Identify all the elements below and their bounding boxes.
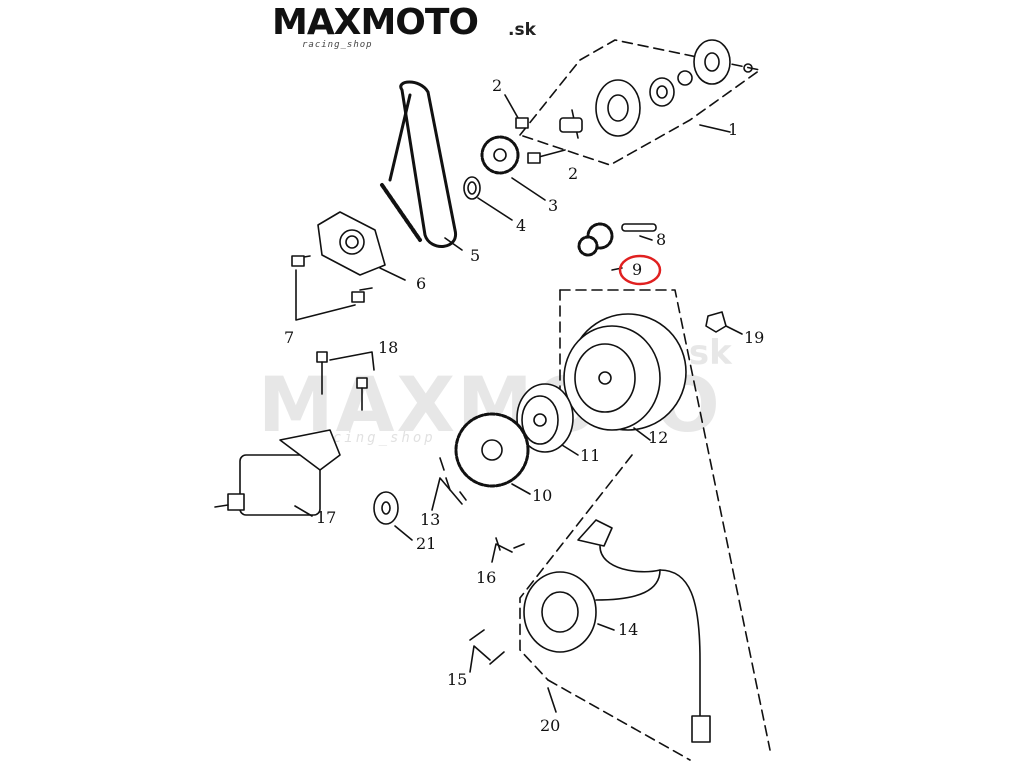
callout-11: 11 <box>580 446 601 465</box>
callout-21: 21 <box>416 534 437 553</box>
gear-part-9 <box>577 222 623 271</box>
starter-motor-part-17 <box>214 429 341 517</box>
callout-19: 19 <box>744 328 765 347</box>
starter-clutch-part-11 <box>516 383 579 456</box>
starter-gear-part-10 <box>454 412 531 495</box>
sprocket-part-3 <box>480 135 546 201</box>
bolt-part-2 <box>504 94 566 164</box>
nut-part-19 <box>705 311 743 335</box>
callout-4: 4 <box>516 216 527 235</box>
callout-12: 12 <box>648 428 669 447</box>
brand-logo: MAXMOTO <box>272 2 479 43</box>
leader-part-20 <box>547 687 557 713</box>
callout-14: 14 <box>618 620 639 639</box>
flywheel-part-12 <box>563 313 687 441</box>
bolt-part-13 <box>431 457 467 511</box>
callout-10: 10 <box>532 486 553 505</box>
callout-2: 2 <box>492 76 503 95</box>
callout-18: 18 <box>378 338 399 357</box>
callout-20: 20 <box>540 716 561 735</box>
callout-5: 5 <box>470 246 481 265</box>
callout-13: 13 <box>420 510 441 529</box>
brand-tagline: racing_shop <box>302 40 373 50</box>
washer-part-4 <box>463 176 513 221</box>
callout-6: 6 <box>416 274 427 293</box>
magneto-assembly-group <box>519 289 771 761</box>
chain-part-5 <box>380 80 463 251</box>
washer-part-21 <box>373 491 413 541</box>
callout-9: 9 <box>632 260 643 279</box>
watermark-tagline: racing_shop <box>310 430 436 446</box>
bolt-part-7 <box>291 255 373 321</box>
callout-8: 8 <box>656 230 667 249</box>
oil-pump-assembly-group <box>519 39 761 166</box>
brand-logo-tld: .sk <box>508 20 536 40</box>
callout-15: 15 <box>447 670 468 689</box>
cover-part-6 <box>317 211 406 281</box>
highlight-circle-part-9 <box>618 254 662 286</box>
callout-1: 1 <box>728 120 739 139</box>
callout-17: 17 <box>316 508 337 527</box>
callout-2: 2 <box>568 164 579 183</box>
stator-part-14 <box>523 519 711 743</box>
bolt-part-15 <box>469 629 505 673</box>
callout-16: 16 <box>476 568 497 587</box>
bolt-part-16 <box>491 537 525 563</box>
bolt-part-18 <box>316 351 375 411</box>
callout-7: 7 <box>284 328 295 347</box>
callout-3: 3 <box>548 196 559 215</box>
pin-part-8 <box>621 223 657 241</box>
